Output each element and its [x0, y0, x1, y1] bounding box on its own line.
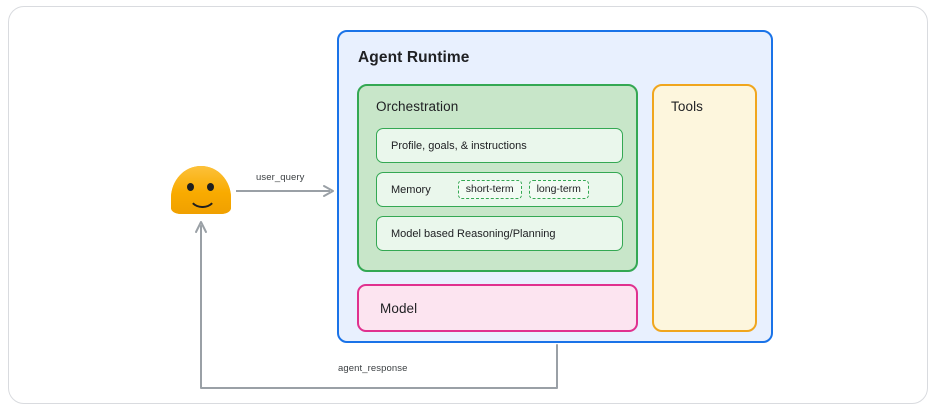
avatar-eye-right-icon	[207, 183, 214, 191]
edge-label-user-query: user_query	[256, 172, 305, 183]
memory-chip-group: short-term long-term	[457, 179, 589, 200]
model-box: Model	[357, 284, 638, 332]
orchestration-row-label: Model based Reasoning/Planning	[391, 227, 556, 240]
user-avatar	[171, 166, 231, 214]
orchestration-row-profile: Profile, goals, & instructions	[376, 128, 623, 163]
memory-chip-long-term: long-term	[528, 179, 589, 200]
orchestration-row-label: Memory	[391, 183, 431, 196]
model-title: Model	[380, 300, 418, 316]
agent-runtime-title: Agent Runtime	[358, 49, 470, 66]
tools-title: Tools	[671, 99, 704, 114]
orchestration-box: Orchestration Profile, goals, & instruct…	[357, 84, 638, 272]
orchestration-row-memory: Memory short-term long-term	[376, 172, 623, 207]
orchestration-row-label: Profile, goals, & instructions	[391, 139, 527, 152]
avatar-smile-icon	[188, 192, 217, 208]
tools-box: Tools	[652, 84, 757, 332]
edge-label-agent-response: agent_response	[338, 363, 408, 374]
avatar-eye-left-icon	[187, 183, 194, 191]
agent-runtime-box: Agent Runtime Orchestration Profile, goa…	[337, 30, 773, 343]
memory-chip-short-term: short-term	[457, 179, 522, 200]
orchestration-title: Orchestration	[376, 99, 459, 114]
orchestration-row-reasoning: Model based Reasoning/Planning	[376, 216, 623, 251]
